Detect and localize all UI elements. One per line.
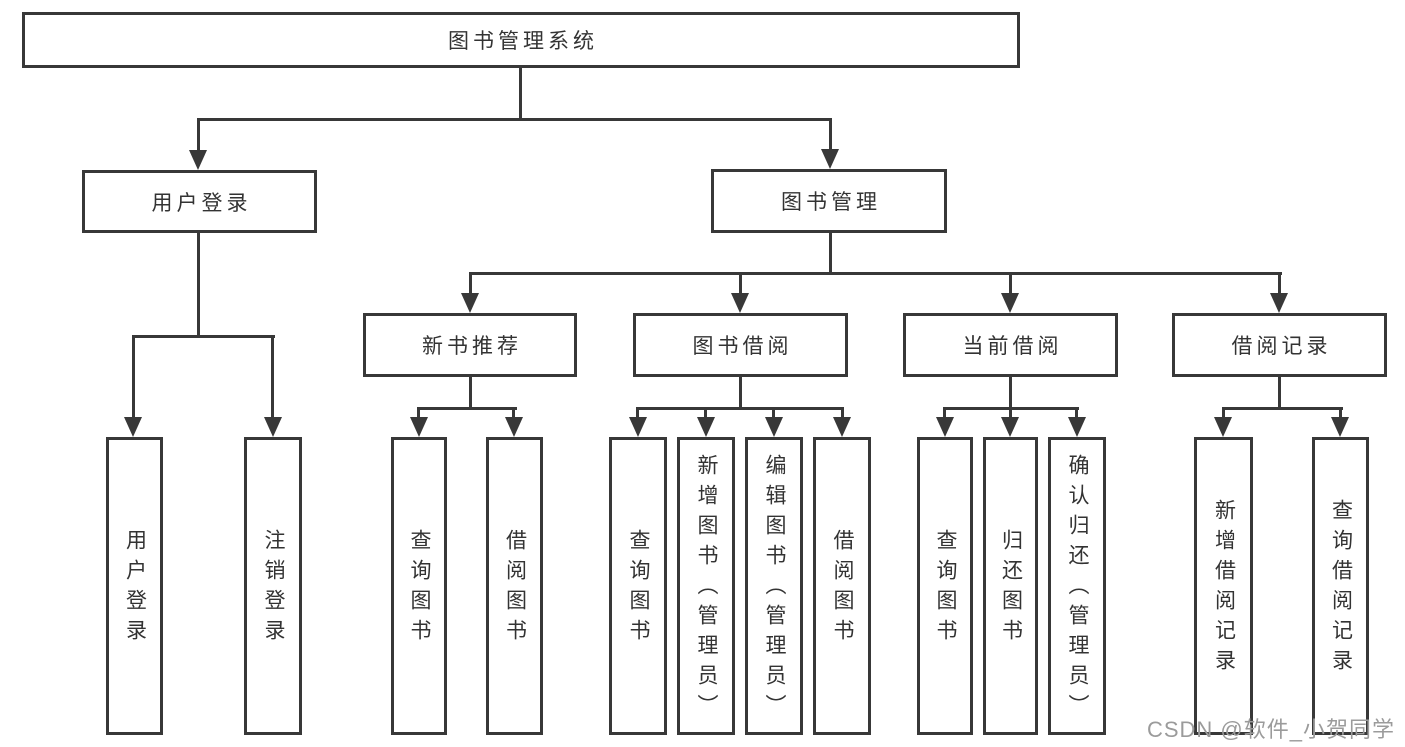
arrowhead-down-bb2: [697, 417, 715, 437]
connector-borrow-record-rail: [1222, 407, 1343, 410]
connector-drop-nb2: [512, 407, 515, 421]
connector-level3-rail: [469, 272, 1282, 275]
leaf-confirm-return-admin: 确认归还（管理员）: [1048, 437, 1106, 735]
connector-drop-management: [829, 118, 832, 152]
connector-drop-user-login: [132, 335, 135, 421]
connector-current-borrow-stem: [1009, 377, 1012, 410]
node-book-borrowing: 图书借阅: [633, 313, 848, 377]
connector-drop-new-book: [469, 272, 472, 300]
connector-drop-bb1: [636, 407, 639, 421]
arrowhead-down-rb2: [1331, 417, 1349, 437]
connector-drop-borrow-record: [1278, 272, 1281, 300]
arrowhead-down-bb3: [765, 417, 783, 437]
node-current-borrowing: 当前借阅: [903, 313, 1118, 377]
connector-management-stem: [829, 233, 832, 275]
arrowhead-down-bb1: [629, 417, 647, 437]
leaf-logout: 注销登录: [244, 437, 302, 735]
leaf-query-books-current: 查询图书: [917, 437, 973, 735]
leaf-borrow-books-recommend: 借阅图书: [486, 437, 543, 735]
connector-drop-cb3: [1075, 407, 1078, 421]
arrowhead-down-bb4: [833, 417, 851, 437]
leaf-query-books-recommend: 查询图书: [391, 437, 447, 735]
arrowhead-down-nb1: [410, 417, 428, 437]
arrowhead-down-management: [821, 149, 839, 169]
connector-drop-bb2: [704, 407, 707, 421]
connector-drop-cb1: [943, 407, 946, 421]
arrowhead-down-user-login: [124, 417, 142, 437]
connector-new-book-rail: [417, 407, 517, 410]
connector-drop-login: [197, 118, 200, 152]
connector-drop-rb1: [1222, 407, 1225, 421]
leaf-add-borrow-record: 新增借阅记录: [1194, 437, 1253, 735]
arrowhead-down-new-book: [461, 293, 479, 313]
connector-borrow-record-stem: [1278, 377, 1281, 410]
arrowhead-down-borrow-record: [1270, 293, 1288, 313]
connector-drop-current-borrow: [1009, 272, 1012, 300]
arrowhead-down-cb1: [936, 417, 954, 437]
arrowhead-down-logout: [264, 417, 282, 437]
leaf-add-books-admin: 新增图书（管理员）: [677, 437, 735, 735]
connector-book-borrow-stem: [739, 377, 742, 410]
arrowhead-down-login: [189, 150, 207, 170]
connector-drop-book-borrow: [739, 272, 742, 300]
arrowhead-down-nb2: [505, 417, 523, 437]
connector-drop-bb3: [772, 407, 775, 421]
node-borrowing-records: 借阅记录: [1172, 313, 1387, 377]
node-library-system: 图书管理系统: [22, 12, 1020, 68]
connector-drop-nb1: [417, 407, 420, 421]
connector-drop-rb2: [1339, 407, 1342, 421]
node-user-login: 用户登录: [82, 170, 317, 233]
arrowhead-down-cb3: [1068, 417, 1086, 437]
connector-root-stem: [519, 68, 522, 121]
leaf-return-books: 归还图书: [983, 437, 1038, 735]
leaf-edit-books-admin: 编辑图书（管理员）: [745, 437, 803, 735]
leaf-query-books-borrow: 查询图书: [609, 437, 667, 735]
connector-login-rail: [132, 335, 275, 338]
node-new-book-recommend: 新书推荐: [363, 313, 577, 377]
node-book-management: 图书管理: [711, 169, 947, 233]
leaf-user-login: 用户登录: [106, 437, 163, 735]
connector-new-book-stem: [469, 377, 472, 410]
connector-book-borrow-rail: [636, 407, 844, 410]
arrowhead-down-cb2: [1001, 417, 1019, 437]
leaf-query-borrow-record: 查询借阅记录: [1312, 437, 1369, 735]
watermark-text: CSDN @软件_小贺同学: [1146, 717, 1395, 742]
arrowhead-down-book-borrow: [731, 293, 749, 313]
arrowhead-down-rb1: [1214, 417, 1232, 437]
connector-drop-bb4: [841, 407, 844, 421]
connector-drop-cb2: [1009, 407, 1012, 421]
arrowhead-down-current-borrow: [1001, 293, 1019, 313]
connector-drop-logout: [271, 335, 274, 421]
leaf-borrow-books: 借阅图书: [813, 437, 871, 735]
connector-login-stem: [197, 233, 200, 338]
connector-level2-rail: [197, 118, 832, 121]
